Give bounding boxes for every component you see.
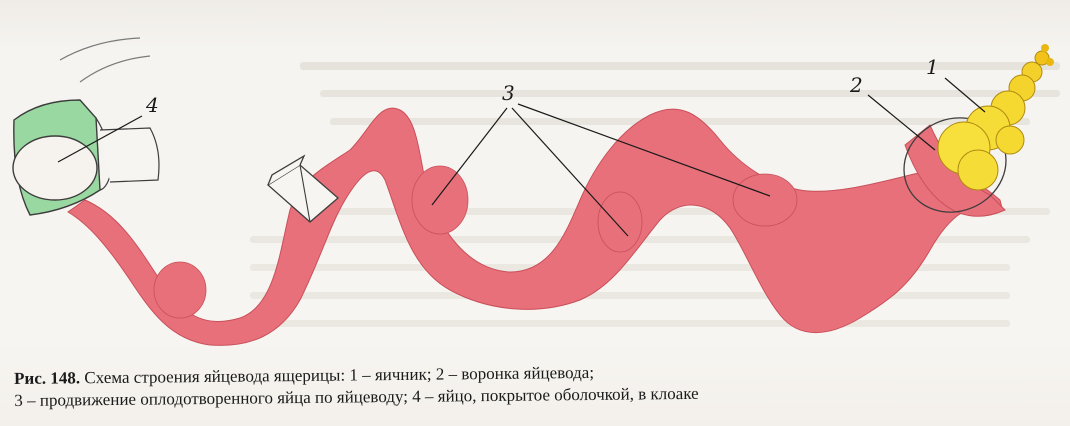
egg-bulge — [597, 191, 643, 253]
egg-in-cloaca — [12, 135, 98, 201]
label-1: 1 — [926, 55, 939, 79]
oviduct-diagram: 1 2 3 4 — [12, 37, 1060, 346]
figure-number: Рис. 148. — [14, 368, 81, 388]
leader-line-3b — [511, 107, 629, 237]
oviduct-tube — [67, 107, 1003, 346]
egg-bulge — [411, 165, 469, 235]
leader-line-3a — [431, 107, 508, 206]
label-3: 3 — [502, 81, 515, 105]
caption-line-1-text: Схема строения яйцевода ящерицы: 1 – яич… — [79, 362, 595, 388]
leader-line-1 — [944, 77, 986, 113]
egg-bulge — [732, 173, 798, 227]
egg-bulge — [153, 261, 207, 319]
tube-cut-band — [266, 154, 339, 223]
leader-line-4 — [57, 115, 143, 163]
label-2: 2 — [849, 73, 863, 97]
leader-lines — [57, 77, 986, 237]
leader-line-2 — [867, 94, 936, 151]
ovary — [937, 44, 1054, 191]
label-4: 4 — [145, 93, 159, 117]
leader-line-3c — [517, 103, 771, 197]
